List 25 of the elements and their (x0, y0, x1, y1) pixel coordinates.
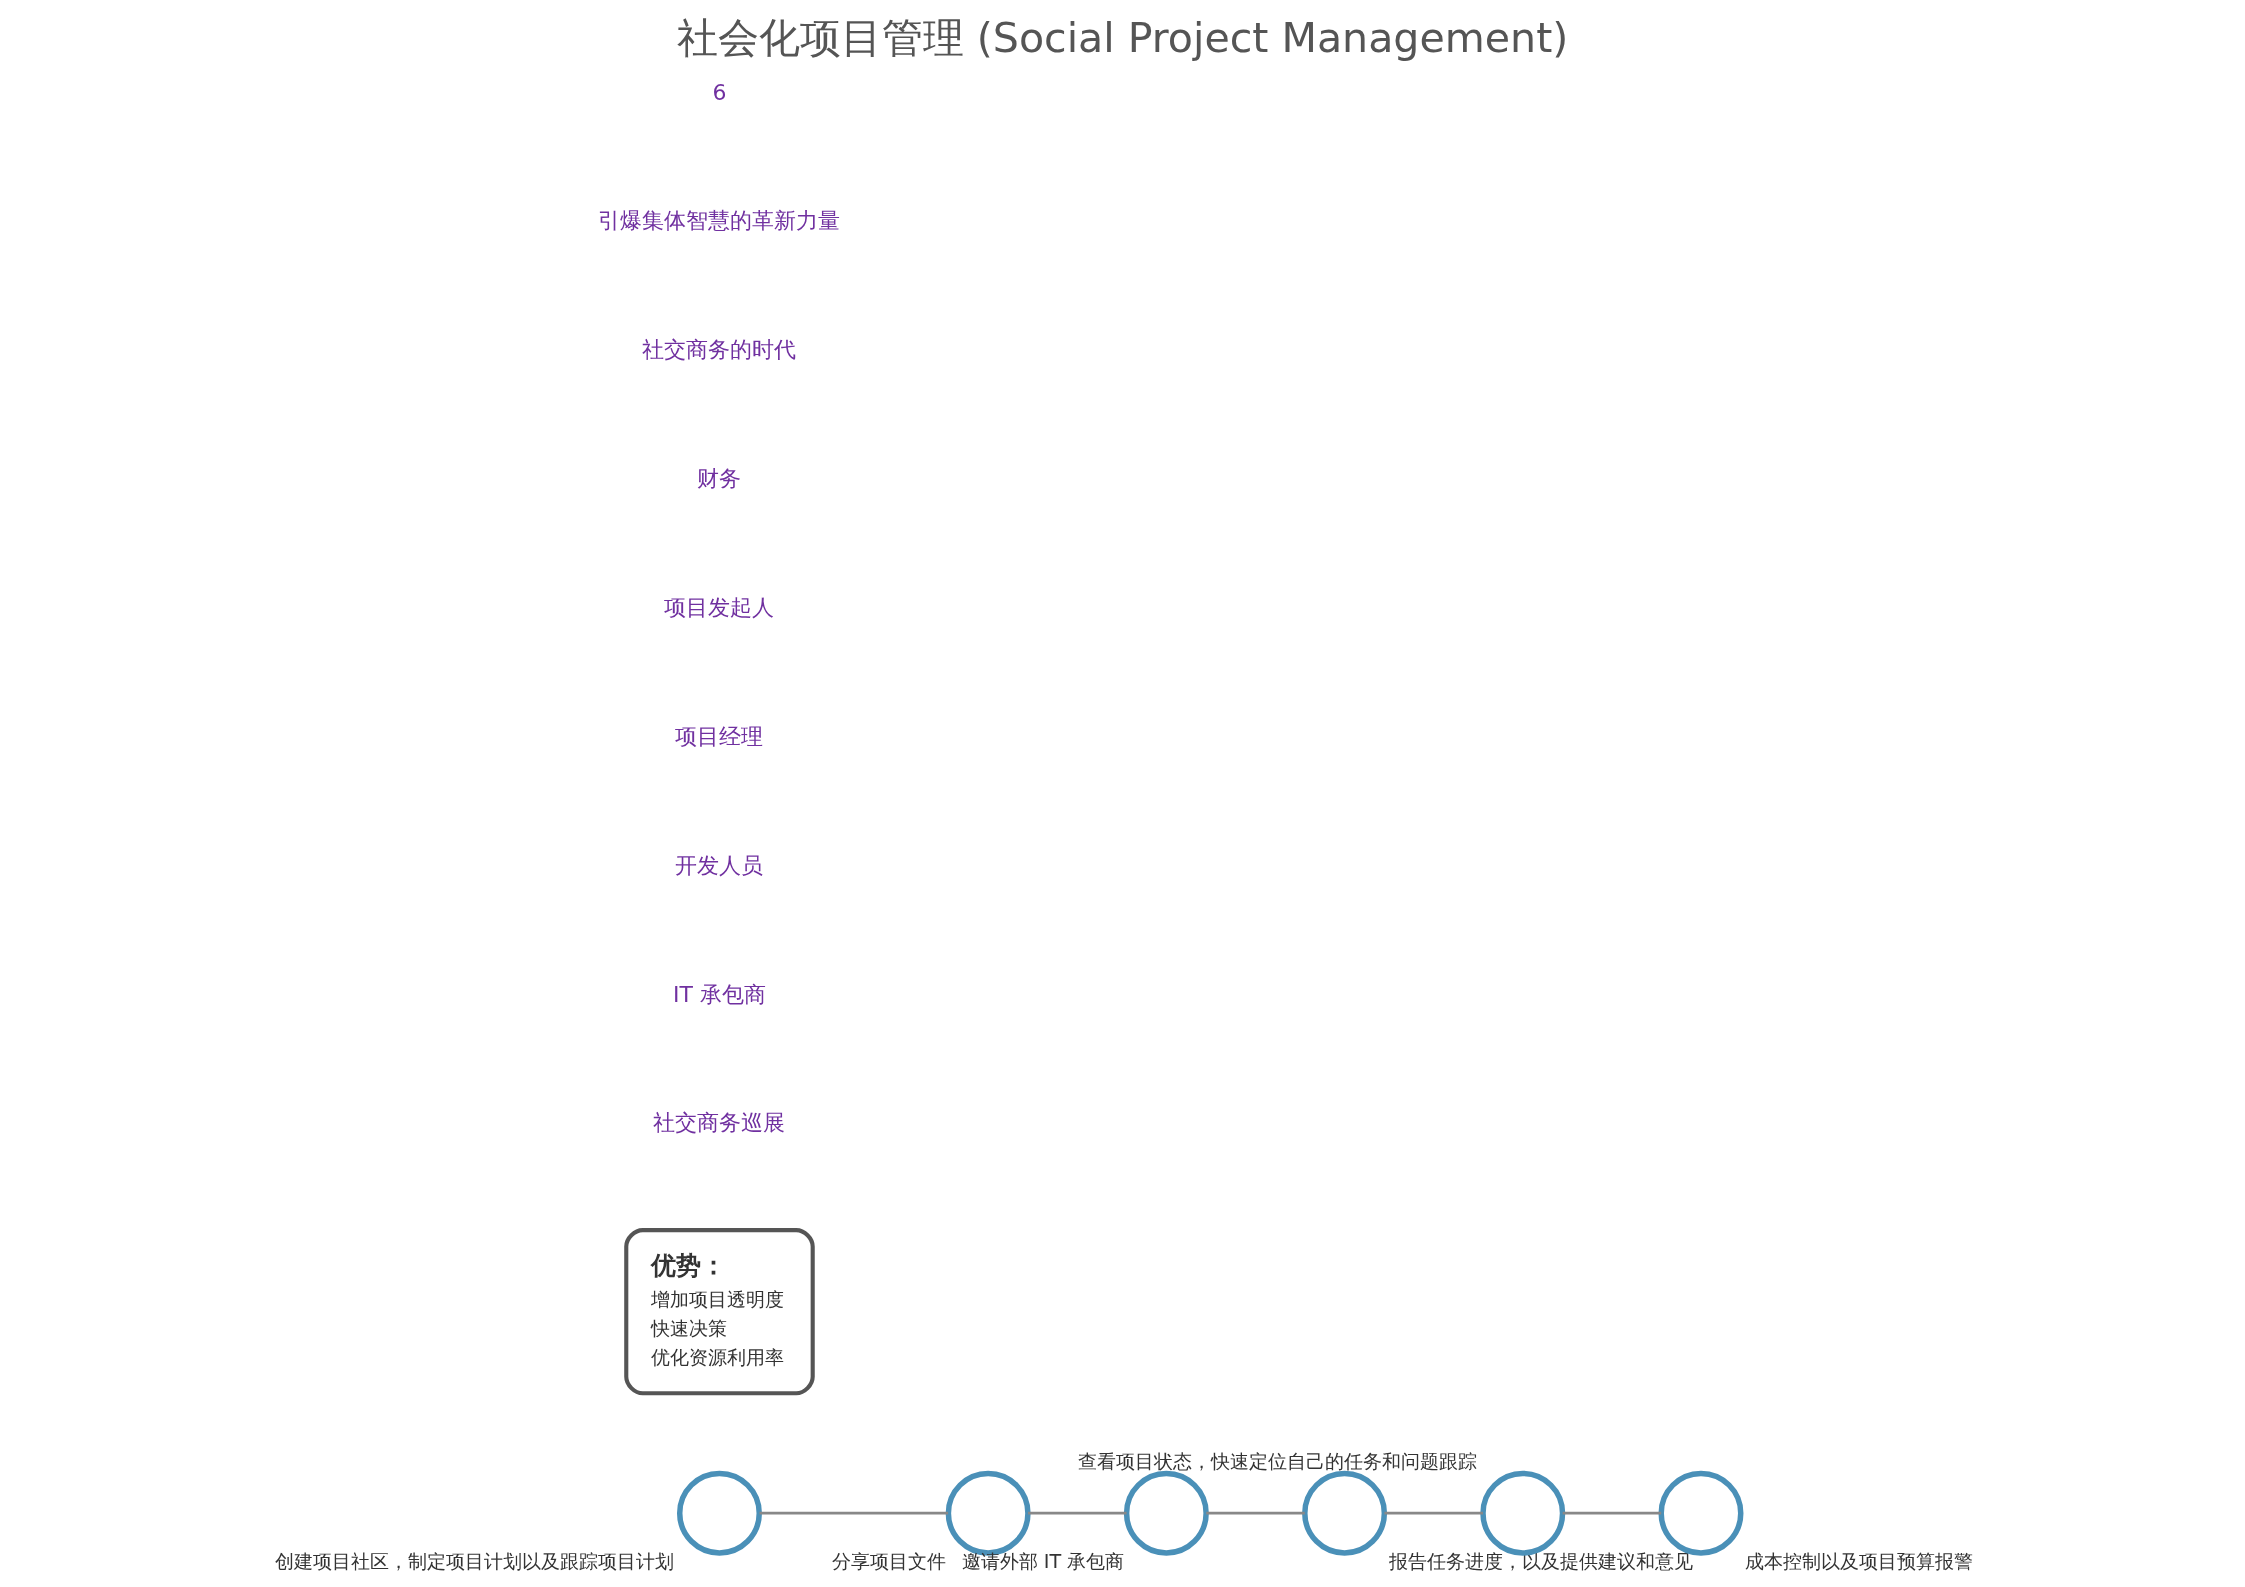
connector (759, 1511, 949, 1515)
label: 社交商务巡展 (653, 1110, 786, 1136)
label: 财务 (697, 466, 742, 492)
connector (1028, 1511, 1127, 1515)
node-label: 报告任务进度，以及提供建议和意见 (1389, 1550, 1694, 1574)
diagram-title: 社会化项目管理 (Social Project Management) (676, 13, 1569, 62)
label: 项目发起人 (664, 595, 775, 621)
label: 引爆集体智慧的革新力量 (598, 208, 841, 234)
label: 项目经理 (675, 723, 764, 749)
node-label: 邀请外部 IT 承包商 (961, 1550, 1125, 1574)
node-circle (1302, 1470, 1388, 1556)
label: 社交商务的时代 (642, 337, 797, 363)
node-circle (677, 1470, 762, 1556)
connector (1562, 1511, 1662, 1515)
label: IT 承包商 (673, 981, 766, 1007)
node-label: 查看项目状态，快速定位自己的任务和问题跟踪 (1077, 1450, 1477, 1474)
node-label: 成本控制以及项目预算报警 (1744, 1550, 1973, 1574)
node-label: 分享项目文件 (832, 1550, 947, 1574)
node-circle (1123, 1470, 1209, 1556)
label: 开发人员 (675, 852, 764, 878)
node-label: 创建项目社区，制定项目计划以及跟踪项目计划 (274, 1550, 674, 1574)
connector (1206, 1511, 1305, 1515)
node-box: 优势： 增加项目透明度 快速决策 优化资源利用率 (624, 1228, 815, 1396)
connector (1384, 1511, 1483, 1515)
label: 6 (712, 79, 727, 105)
